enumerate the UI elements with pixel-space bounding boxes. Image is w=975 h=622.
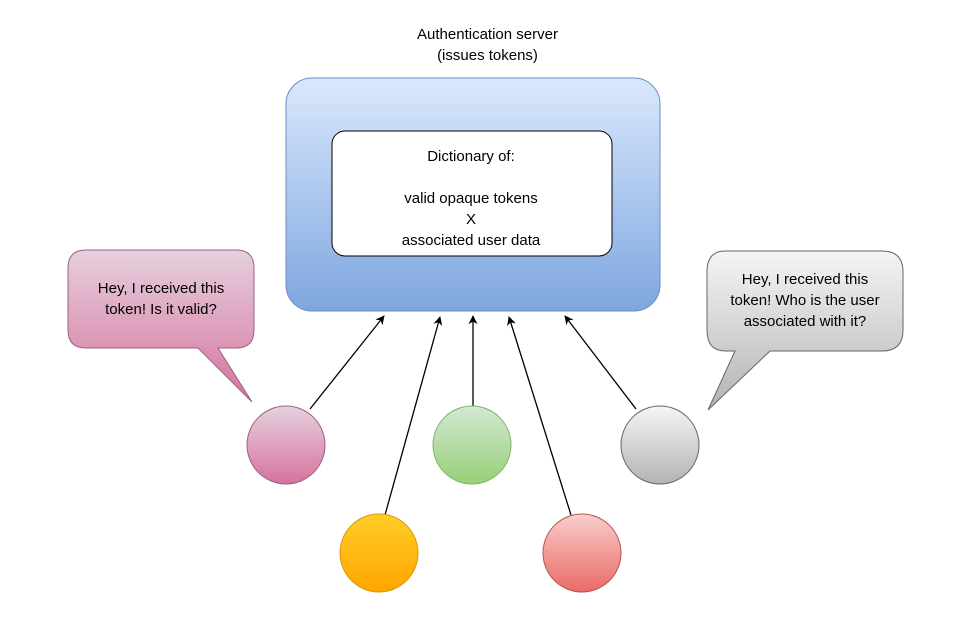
arrow-pink-to-server: [309, 315, 385, 410]
speech-bubble-left-line2: token! Is it valid?: [105, 301, 217, 318]
client-red: [542, 513, 622, 593]
arrow-red-to-server: [507, 316, 572, 516]
client-gray: [620, 405, 700, 485]
auth-server-title-line2: (issues tokens): [437, 47, 538, 64]
speech-bubble-right-text: Hey, I received this token! Who is the u…: [707, 269, 903, 332]
speech-bubble-left: [67, 249, 255, 403]
speech-bubble-right-line1: Hey, I received this: [741, 271, 869, 288]
speech-bubble-right-line2: token! Who is the user: [730, 292, 880, 309]
speech-bubble-left-text: Hey, I received this token! Is it valid?: [68, 278, 254, 320]
dictionary-tokens: valid opaque tokens: [404, 190, 538, 207]
arrow-orange-to-server: [384, 316, 443, 516]
dictionary-cross: X: [465, 211, 476, 228]
speech-bubble-right-line3: associated with it?: [743, 313, 867, 330]
dictionary-user-data: associated user data: [401, 232, 541, 249]
client-green: [432, 405, 512, 485]
arrow-gray-to-server: [564, 315, 637, 410]
speech-bubble-right: [706, 250, 904, 411]
dictionary-heading: Dictionary of:: [427, 148, 515, 165]
auth-server-title-line1: Authentication server: [417, 26, 558, 43]
client-orange: [339, 513, 419, 593]
speech-bubble-left-line1: Hey, I received this: [97, 280, 225, 297]
auth-server-title: Authentication server (issues tokens): [0, 24, 975, 66]
client-pink: [246, 405, 326, 485]
dictionary-box: [331, 130, 613, 257]
dictionary-text: Dictionary of: valid opaque tokens X ass…: [330, 146, 612, 251]
